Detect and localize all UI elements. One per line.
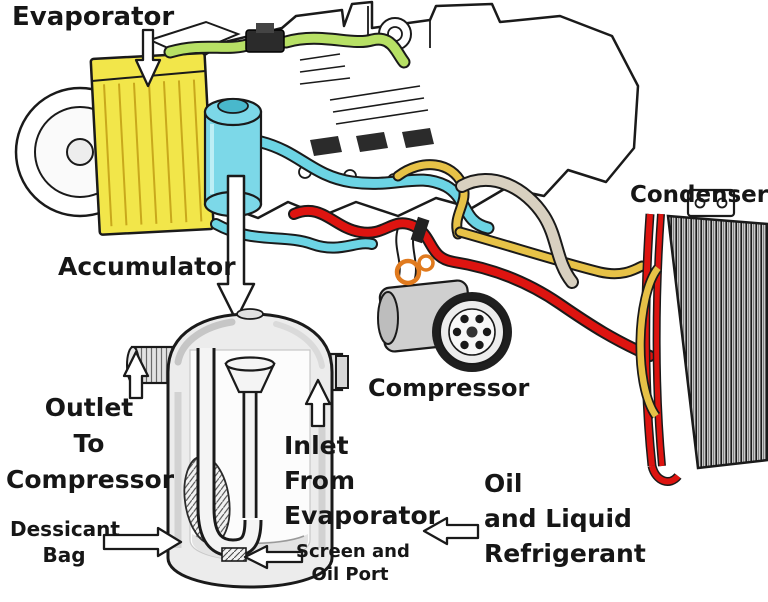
oil-label-line2: and Liquid bbox=[484, 504, 632, 533]
inlet-label-line3: Evaporator bbox=[284, 501, 440, 530]
inlet-label-line2: From bbox=[284, 466, 356, 495]
condenser-red-line-outer bbox=[642, 213, 655, 467]
oil-label-line3: Refrigerant bbox=[484, 539, 646, 568]
hose-green-right bbox=[281, 33, 409, 67]
condenser-red-line-inner bbox=[654, 213, 665, 467]
dessicant-bag-label: Dessicant Bag bbox=[10, 516, 120, 568]
outlet-label-line3: Compressor bbox=[6, 465, 175, 494]
oil-label-line1: Oil bbox=[484, 469, 523, 498]
inlet-from-evaporator-label: Inlet From Evaporator bbox=[284, 428, 440, 533]
inlet-label-line1: Inlet bbox=[284, 431, 349, 460]
oil-port-screen bbox=[221, 547, 247, 562]
hose-connector bbox=[245, 29, 285, 53]
oil-arrow bbox=[422, 516, 480, 546]
condenser-assembly bbox=[635, 188, 768, 486]
condenser-yellow-pipe bbox=[637, 265, 661, 418]
dessicant-label-line2: Bag bbox=[42, 543, 86, 567]
accumulator-label: Accumulator bbox=[58, 252, 236, 281]
accumulator-pointer-arrow bbox=[216, 174, 256, 322]
outlet-to-compressor-label: Outlet To Compressor bbox=[6, 390, 175, 498]
fitting-ring-large bbox=[394, 258, 422, 286]
screen-arrow bbox=[243, 544, 304, 570]
evaporator-fins bbox=[103, 79, 203, 227]
hose-yellow-to-condenser bbox=[456, 228, 646, 278]
compressor-assembly bbox=[377, 254, 512, 372]
hose-connector-cap bbox=[256, 23, 274, 33]
outlet-arrow bbox=[122, 350, 150, 400]
fitting-ring-small bbox=[417, 254, 435, 272]
compressor-label: Compressor bbox=[368, 374, 530, 402]
evaporator-label: Evaporator bbox=[12, 2, 175, 32]
condenser-core bbox=[666, 214, 768, 470]
inlet-arrow bbox=[304, 378, 332, 428]
annotation-arrows bbox=[102, 28, 480, 570]
condenser-label: Condenser bbox=[630, 182, 768, 208]
screen-oil-port-label: Screen and Oil Port bbox=[296, 540, 410, 586]
hose-fitting bbox=[410, 216, 430, 244]
evaporator-block bbox=[89, 51, 215, 236]
dessicant-label-line1: Dessicant bbox=[10, 517, 120, 541]
condenser-bottom-hose bbox=[649, 465, 681, 485]
screen-label-line2: Oil Port bbox=[311, 564, 389, 585]
compressor-pulley bbox=[432, 292, 512, 372]
evaporator-arrow bbox=[134, 28, 162, 88]
dessicant-arrow bbox=[102, 526, 183, 558]
outlet-label-line2: To bbox=[73, 429, 105, 458]
hose-green-left bbox=[165, 39, 255, 57]
screen-label-line1: Screen and bbox=[296, 541, 410, 562]
hose-gray bbox=[457, 175, 577, 287]
oil-liquid-refrigerant-label: Oil and Liquid Refrigerant bbox=[484, 466, 646, 571]
outlet-label-line1: Outlet bbox=[44, 393, 134, 422]
hose-red-main bbox=[290, 206, 654, 360]
condenser-bracket bbox=[686, 188, 736, 218]
